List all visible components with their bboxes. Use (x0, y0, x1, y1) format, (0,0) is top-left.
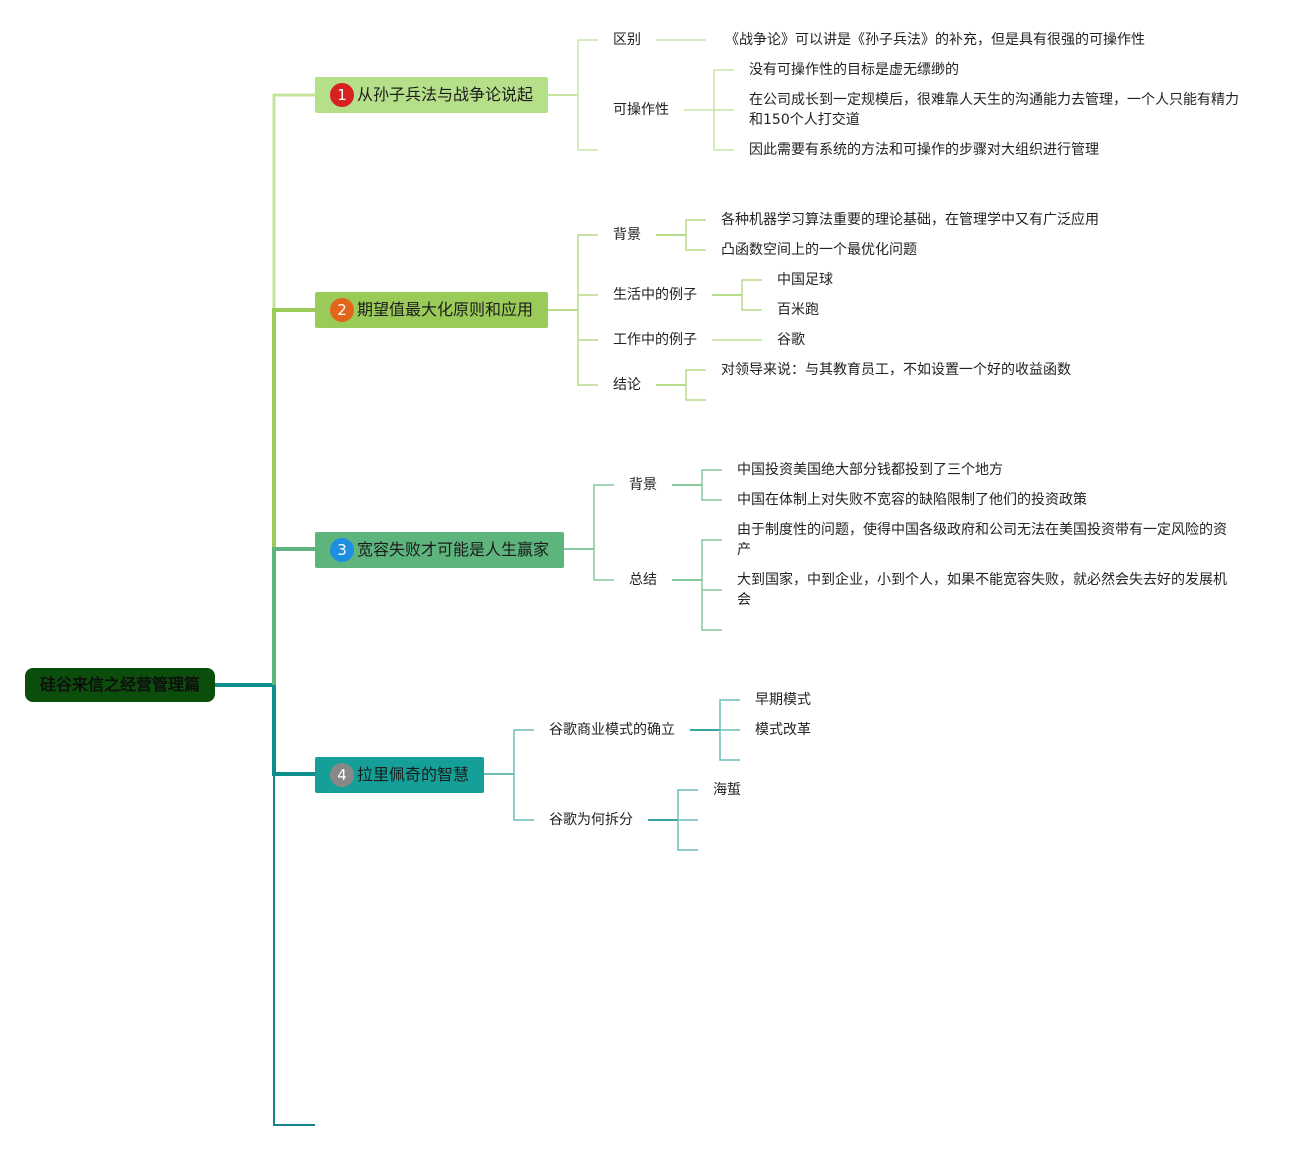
b2-life-example-1[interactable]: 中国足球 (777, 272, 833, 288)
branch-1-node[interactable]: 1 从孙子兵法与战争论说起 (315, 77, 548, 113)
b3-c2-bracket (701, 539, 722, 631)
branch-2-label: 期望值最大化原则和应用 (357, 300, 534, 319)
b4-split-jellyfish[interactable]: 海蜇 (713, 782, 741, 798)
number-badge-3: 3 (330, 538, 354, 562)
b3-c1-bracket (701, 469, 722, 501)
branch-3-label: 宽容失败才可能是人生赢家 (357, 540, 550, 559)
b2-topic-life-examples[interactable]: 生活中的例子 (613, 287, 697, 303)
branch-3-node[interactable]: 3 宽容失败才可能是人生赢家 (315, 532, 564, 568)
number-badge-1: 1 (330, 83, 354, 107)
root-node[interactable]: 硅谷来信之经营管理篇 (25, 668, 215, 702)
b3-background-point-1[interactable]: 中国投资美国绝大部分钱都投到了三个地方 (737, 462, 1003, 478)
b2-work-example-1[interactable]: 谷歌 (777, 332, 805, 348)
b3-topic-summary[interactable]: 总结 (629, 572, 657, 588)
number-badge-4: 4 (330, 763, 354, 787)
b2-c1-bracket (685, 219, 706, 251)
trunk-to-b4 (272, 685, 315, 776)
b2-conclusion-point-1[interactable]: 对领导来说：与其教育员工，不如设置一个好的收益函数 (721, 362, 1071, 378)
b4-bracket (513, 729, 534, 821)
b2-topic-background[interactable]: 背景 (613, 227, 641, 243)
b2-topic-conclusion[interactable]: 结论 (613, 377, 641, 393)
b3-bracket (593, 484, 614, 581)
b4-topic-split[interactable]: 谷歌为何拆分 (549, 812, 633, 828)
trunk-empty-extension (273, 774, 315, 1126)
b4-business-model-early[interactable]: 早期模式 (755, 692, 811, 708)
b3-background-point-2[interactable]: 中国在体制上对失败不宽容的缺陷限制了他们的投资政策 (737, 492, 1087, 508)
branch-4-label: 拉里佩奇的智慧 (357, 765, 470, 784)
branch-1-label: 从孙子兵法与战争论说起 (357, 85, 534, 104)
b1-operability-point-1[interactable]: 没有可操作性的目标是虚无缥缈的 (749, 62, 959, 78)
b1-topic-operability[interactable]: 可操作性 (613, 102, 669, 118)
b2-bracket (577, 234, 598, 386)
b1-operability-point-2[interactable]: 在公司成长到一定规模后，很难靠人天生的沟通能力去管理，一个人只能有精力和150个… (749, 92, 1239, 128)
b1-topic-difference[interactable]: 区别 (613, 32, 641, 48)
trunk-to-b2 (272, 308, 315, 685)
b2-c2-bracket (741, 279, 762, 311)
b4-topic-business-model[interactable]: 谷歌商业模式的确立 (549, 722, 675, 738)
b3-summary-point-2[interactable]: 大到国家，中到企业，小到个人，如果不能宽容失败，就必然会失去好的发展机会 (737, 572, 1227, 608)
trunk-to-b1 (272, 93, 315, 685)
b4-business-model-reform[interactable]: 模式改革 (755, 722, 811, 738)
branch-4-node[interactable]: 4 拉里佩奇的智慧 (315, 757, 484, 793)
b3-topic-background[interactable]: 背景 (629, 477, 657, 493)
b2-c4-bracket (685, 369, 706, 401)
trunk-to-b3 (272, 547, 315, 685)
b2-topic-work-examples[interactable]: 工作中的例子 (613, 332, 697, 348)
b2-background-point-2[interactable]: 凸函数空间上的一个最优化问题 (721, 242, 917, 258)
b3-summary-point-1[interactable]: 由于制度性的问题，使得中国各级政府和公司无法在美国投资带有一定风险的资产 (737, 522, 1227, 558)
b1-bracket (577, 39, 598, 151)
b1-difference-detail[interactable]: 《战争论》可以讲是《孙子兵法》的补充，但是具有很强的可操作性 (725, 32, 1145, 48)
branch-2-node[interactable]: 2 期望值最大化原则和应用 (315, 292, 548, 328)
b2-background-point-1[interactable]: 各种机器学习算法重要的理论基础，在管理学中又有广泛应用 (721, 212, 1099, 228)
number-badge-2: 2 (330, 298, 354, 322)
b2-life-example-2[interactable]: 百米跑 (777, 302, 819, 318)
b1-operability-point-3[interactable]: 因此需要有系统的方法和可操作的步骤对大组织进行管理 (749, 142, 1099, 158)
